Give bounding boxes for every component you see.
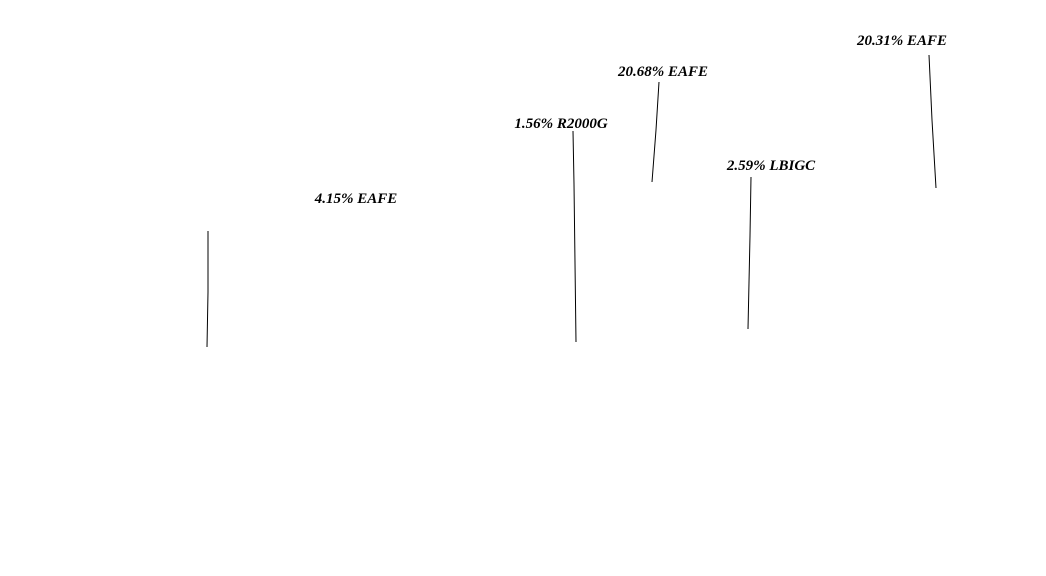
leader-line-4 [747, 176, 752, 330]
leader-line-2 [572, 130, 577, 343]
annotation-label-3: 20.68% EAFE [617, 64, 708, 80]
annotation-label-2: 1.56% R2000G [514, 116, 608, 132]
leader-line-3 [651, 81, 660, 183]
annotation-label-1: 4.15% EAFE [314, 191, 398, 207]
leader-line-5 [928, 54, 937, 189]
annotation-label-5: 20.31% EAFE [856, 33, 947, 49]
annotation-label-4: 2.59% LBIGC [726, 158, 816, 174]
leader-line-1 [206, 231, 209, 348]
